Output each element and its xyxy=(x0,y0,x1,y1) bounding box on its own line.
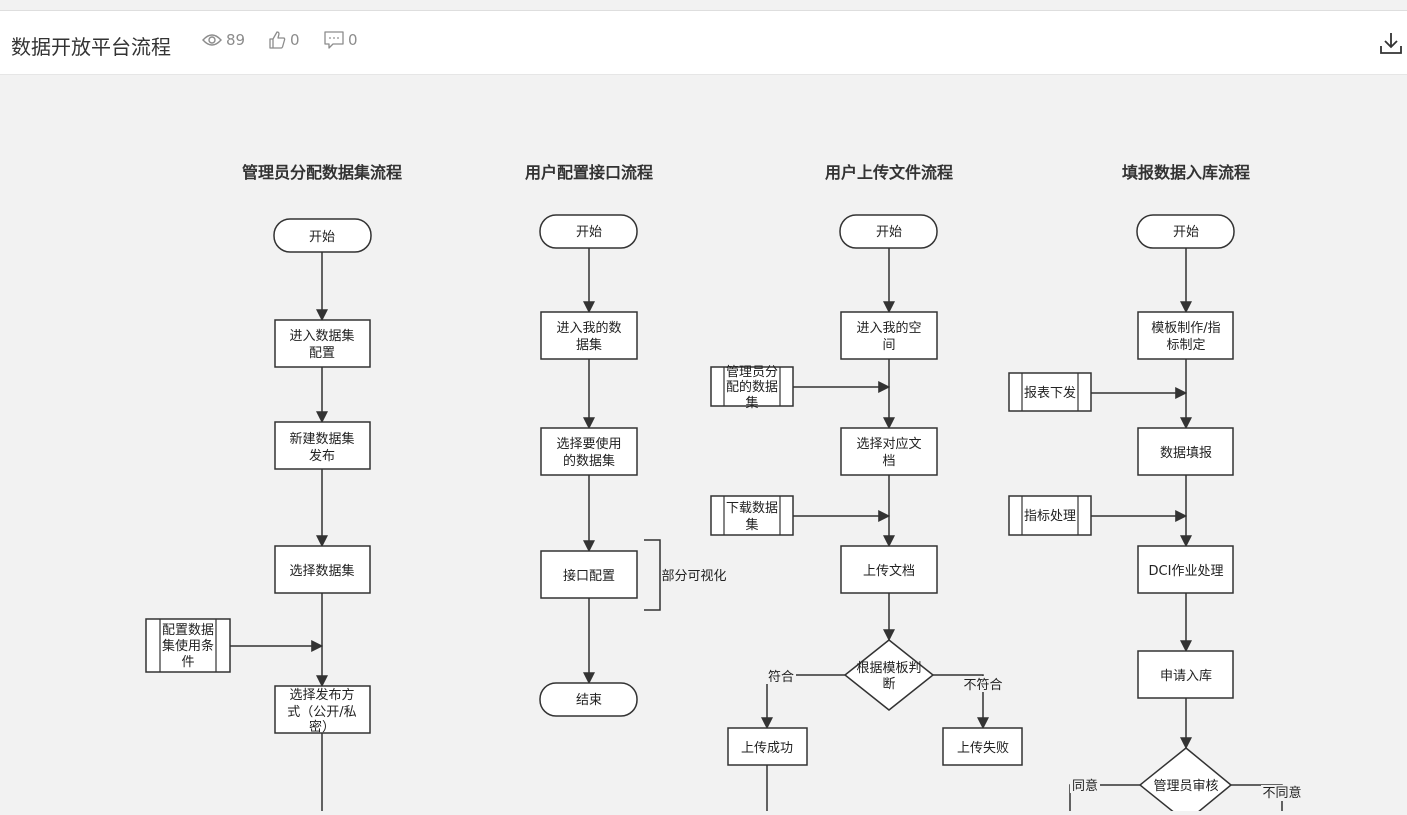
process-side-bars xyxy=(159,367,1079,672)
col1-step3-label: 选择数据集 xyxy=(289,563,354,579)
col3-step1-line1: 进入我的空 xyxy=(856,320,921,336)
col3-title: 用户上传文件流程 xyxy=(825,163,953,182)
col1-title: 管理员分配数据集流程 xyxy=(242,163,402,182)
col2-end-label: 结束 xyxy=(576,693,602,708)
col3-success[interactable] xyxy=(727,727,808,766)
col1-step4[interactable] xyxy=(274,685,371,734)
col1-input1-line1: 配置数据 xyxy=(162,623,214,638)
col2-step2-line2: 的数据集 xyxy=(563,453,615,469)
col3-decision-line2: 断 xyxy=(882,677,895,692)
col2-title: 用户配置接口流程 xyxy=(525,163,653,182)
col4-no-label: 不同意 xyxy=(1262,785,1301,801)
likes-count: 0 xyxy=(290,31,300,49)
comment-icon xyxy=(324,31,344,49)
col3-no-label: 不符合 xyxy=(963,677,1002,693)
shapes xyxy=(145,214,1235,815)
col3-step3[interactable] xyxy=(840,545,938,594)
col3-decision-line1: 根据模板判 xyxy=(856,661,921,676)
col4-input2[interactable] xyxy=(1008,495,1092,536)
col3-input1[interactable] xyxy=(710,366,794,407)
col1-step3[interactable] xyxy=(274,545,371,594)
col3-input1-line3: 集 xyxy=(745,395,758,411)
col1-start-label: 开始 xyxy=(309,230,335,245)
top-strip xyxy=(0,0,1407,11)
col2-note: 部分可视化 xyxy=(661,569,726,584)
col3-start[interactable] xyxy=(839,214,938,249)
col3-step1[interactable] xyxy=(840,311,938,360)
col1-input1-line2: 集使用条 xyxy=(162,638,214,654)
col3-step2-line1: 选择对应文 xyxy=(856,436,921,452)
col4-step4[interactable] xyxy=(1137,650,1234,699)
col2-step3[interactable] xyxy=(540,550,638,599)
like-button[interactable]: 0 xyxy=(268,31,300,49)
col1-step2-line2: 发布 xyxy=(309,448,335,464)
col4-step2-label: 数据填报 xyxy=(1160,446,1212,461)
col2-step2-line1: 选择要使用 xyxy=(556,436,621,452)
col4-input1[interactable] xyxy=(1008,372,1092,412)
col1-step4-line2: 式（公开/私 xyxy=(287,705,356,720)
views-stat: 89 xyxy=(202,31,245,49)
col4-title: 填报数据入库流程 xyxy=(1122,163,1250,182)
col2-step1-line1: 进入我的数 xyxy=(556,320,621,336)
col4-step4-label: 申请入库 xyxy=(1160,668,1212,684)
comments-count: 0 xyxy=(348,31,358,49)
col4-step3[interactable] xyxy=(1137,545,1234,594)
col1-step1-line1: 进入数据集 xyxy=(289,328,354,344)
diagram-canvas: 管理员分配数据集流程 用户配置接口流程 用户上传文件流程 填报数据入库流程 xyxy=(0,75,1407,815)
col4-step1[interactable] xyxy=(1137,311,1234,360)
flowchart-diagram: 管理员分配数据集流程 用户配置接口流程 用户上传文件流程 填报数据入库流程 xyxy=(145,163,1303,815)
col3-step2[interactable] xyxy=(840,427,938,476)
col4-step3-label: DCI作业处理 xyxy=(1149,564,1224,579)
col4-step2[interactable] xyxy=(1137,427,1234,476)
col3-input2-line1: 下载数据 xyxy=(726,501,778,516)
col1-step2-line1: 新建数据集 xyxy=(289,431,354,447)
col3-input1-line1: 管理员分 xyxy=(726,365,778,380)
col3-start-label: 开始 xyxy=(876,225,902,240)
col3-fail[interactable] xyxy=(942,727,1023,766)
col4-start-label: 开始 xyxy=(1173,225,1199,240)
col2-end[interactable] xyxy=(539,682,638,717)
col3-decision[interactable] xyxy=(843,639,935,711)
col3-input2-line2: 集 xyxy=(745,517,758,533)
col3-input2[interactable] xyxy=(710,495,794,536)
col1-step4-line3: 密） xyxy=(309,719,335,735)
thumbs-up-icon xyxy=(268,31,286,49)
page-title: 数据开放平台流程 xyxy=(11,35,171,59)
col1-step1[interactable] xyxy=(274,319,371,368)
col3-fail-label: 上传失败 xyxy=(957,741,1009,756)
col1-step2[interactable] xyxy=(274,421,371,470)
col4-start[interactable] xyxy=(1136,214,1235,249)
col2-step1-line2: 据集 xyxy=(576,337,602,353)
col4-yes-label: 同意 xyxy=(1072,778,1098,794)
col3-step3-label: 上传文档 xyxy=(863,564,915,579)
col4-decision-label: 管理员审核 xyxy=(1153,779,1218,794)
col2-start[interactable] xyxy=(539,214,638,249)
col2-step2[interactable] xyxy=(540,427,638,476)
col3-step2-line2: 档 xyxy=(882,454,895,469)
page-header: 数据开放平台流程 89 0 0 xyxy=(0,11,1407,75)
download-icon xyxy=(1379,33,1403,59)
views-count: 89 xyxy=(226,31,246,49)
col4-step1-line1: 模板制作/指 xyxy=(1151,321,1220,336)
col1-step1-line2: 配置 xyxy=(309,346,335,361)
connectors xyxy=(230,248,1283,811)
col2-step3-label: 接口配置 xyxy=(563,568,615,584)
col1-step4-line1: 选择发布方 xyxy=(289,687,354,703)
col3-input1-line2: 配的数据 xyxy=(726,379,778,395)
col4-input1-label: 报表下发 xyxy=(1024,385,1076,401)
col2-step1[interactable] xyxy=(540,311,638,360)
col1-input1-line3: 件 xyxy=(181,655,194,670)
col4-decision[interactable] xyxy=(1138,747,1233,815)
col2-start-label: 开始 xyxy=(576,225,602,240)
col4-input2-label: 指标处理 xyxy=(1024,509,1076,524)
col3-step1-line2: 间 xyxy=(882,338,895,353)
comment-button[interactable]: 0 xyxy=(324,31,358,49)
col4-step1-line2: 标制定 xyxy=(1166,338,1205,353)
eye-icon xyxy=(202,32,222,48)
col1-start[interactable] xyxy=(273,218,372,253)
col3-success-label: 上传成功 xyxy=(741,741,793,756)
col3-yes-label: 符合 xyxy=(768,669,794,685)
download-button[interactable] xyxy=(1379,31,1403,55)
